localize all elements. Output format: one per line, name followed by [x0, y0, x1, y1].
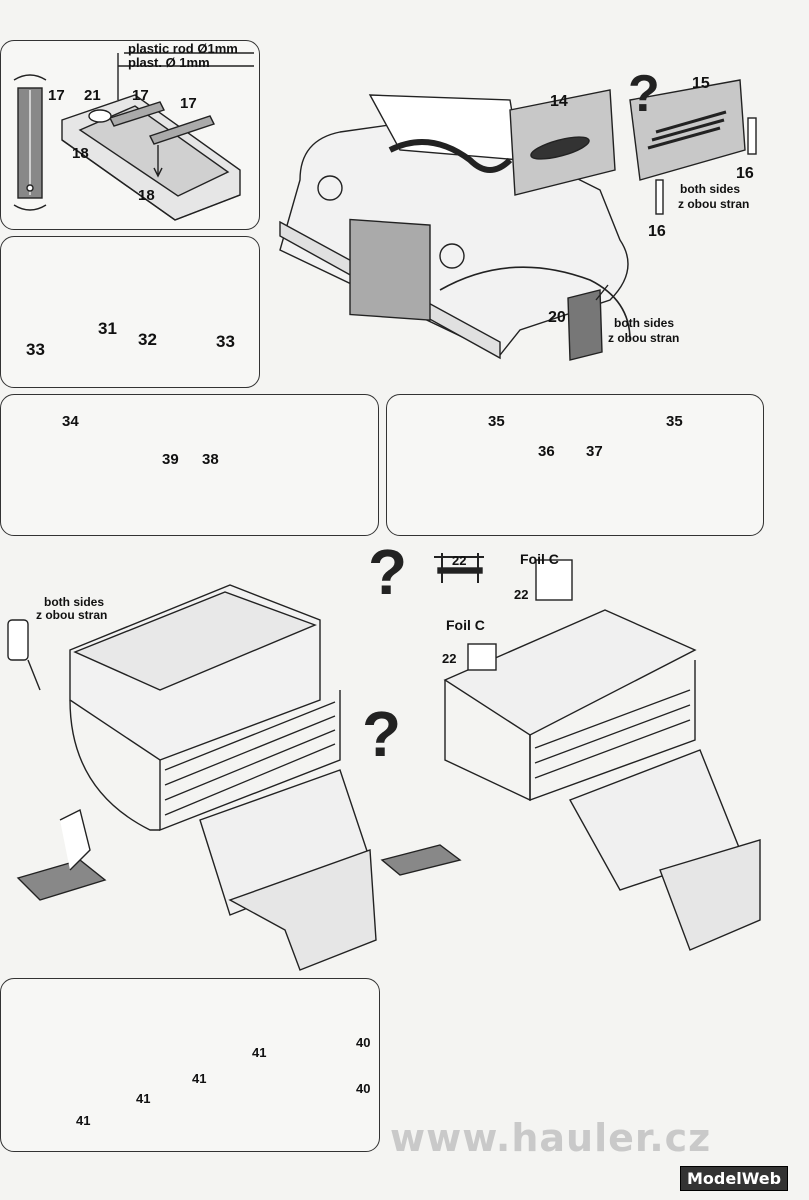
question-mark: ?	[362, 698, 402, 770]
part-41-label: 41	[252, 1045, 267, 1060]
part-35-label: 35	[666, 413, 683, 430]
part-16-label: 16	[648, 223, 666, 240]
part-36-label: 36	[538, 443, 555, 460]
foil-c-label: Foil C	[520, 551, 559, 567]
both-sides-en: both sides	[680, 182, 741, 196]
modelweb-logo: ModelWeb	[680, 1166, 789, 1191]
both-sides-en: both sides	[614, 316, 675, 330]
part-22-label: 22	[452, 553, 467, 568]
part-33-label: 33	[216, 332, 235, 351]
part-17-label: 17	[180, 95, 197, 112]
both-sides-en: both sides	[44, 595, 105, 609]
part-38-label: 38	[202, 451, 219, 468]
part-15-label: 15	[692, 75, 710, 92]
rod-label-en: plastic rod Ø1mm	[128, 41, 238, 56]
both-sides-cz: z obou stran	[678, 197, 750, 211]
part-40-label: 40	[356, 1035, 371, 1050]
part-39-label: 39	[162, 451, 179, 468]
part-41-label: 41	[76, 1113, 91, 1128]
part-35-label: 35	[488, 413, 505, 430]
watermark-url: www.hauler.cz	[390, 1116, 712, 1160]
part-33-label: 33	[26, 340, 45, 359]
part-37-label: 37	[586, 443, 603, 460]
step-panel-mirrors	[0, 236, 260, 388]
rod-label-cz: plast. Ø 1mm	[128, 55, 210, 70]
step-panel-seat	[0, 394, 379, 536]
part-41-label: 41	[192, 1071, 207, 1086]
part-21-label: 21	[84, 87, 101, 104]
part-32-label: 32	[138, 330, 157, 349]
question-mark: ?	[368, 536, 408, 608]
part-41-label: 41	[136, 1091, 151, 1106]
step-panel-bench	[386, 394, 764, 536]
question-mark: ?	[628, 65, 660, 123]
part-22-label: 22	[514, 587, 529, 602]
part-17-label: 17	[132, 87, 149, 104]
part-40-label: 40	[356, 1081, 371, 1096]
step-panel-straps	[0, 978, 380, 1152]
part-18-label: 18	[72, 145, 89, 162]
part-31-label: 31	[98, 319, 117, 338]
both-sides-cz: z obou stran	[36, 608, 108, 622]
part-17-label: 17	[48, 87, 65, 104]
part-18-label: 18	[138, 187, 155, 204]
part-16-label: 16	[736, 165, 754, 182]
both-sides-cz: z obou stran	[608, 331, 680, 345]
part-14-label: 14	[550, 93, 568, 110]
part-20-label: 20	[548, 309, 566, 326]
part-22-label: 22	[442, 651, 457, 666]
foil-c-label: Foil C	[446, 617, 485, 633]
part-34-label: 34	[62, 413, 79, 430]
